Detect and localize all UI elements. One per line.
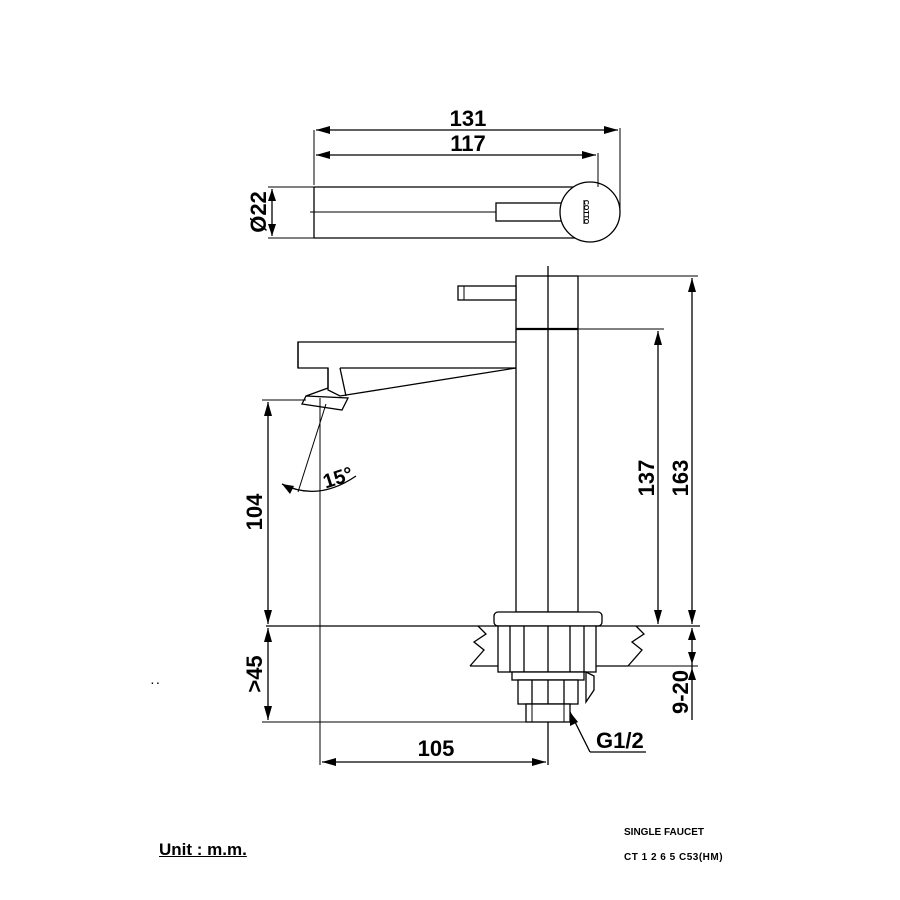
unit-label: Unit : m.m. <box>159 840 247 859</box>
dim-total-height: 163 <box>668 460 693 497</box>
product-name: SINGLE FAUCET <box>624 827 705 838</box>
top-view: COTTO 131 117 Ø22 <box>246 106 621 243</box>
dim-spray-angle: 15° <box>320 463 356 493</box>
model-number: CT 1 2 6 5 C53(HM) <box>624 852 724 863</box>
side-view: 104 >45 137 163 9-20 105 <box>242 266 700 766</box>
dim-body-height: 137 <box>634 460 659 497</box>
dim-spout-height: 104 <box>242 493 267 530</box>
dim-spout-length: 117 <box>450 131 486 156</box>
dim-min-depth: >45 <box>242 655 267 692</box>
brand-logo: COTTO <box>582 200 589 225</box>
marks: . . <box>151 676 160 687</box>
dim-total-length: 131 <box>450 106 487 131</box>
dim-reach: 105 <box>418 736 455 761</box>
dim-deck-thickness: 9-20 <box>668 670 693 714</box>
title-block: SINGLE FAUCET CT 1 2 6 5 C53(HM) <box>624 826 723 865</box>
thread-label: G1/2 <box>596 728 644 753</box>
dim-diameter: Ø22 <box>246 191 271 233</box>
